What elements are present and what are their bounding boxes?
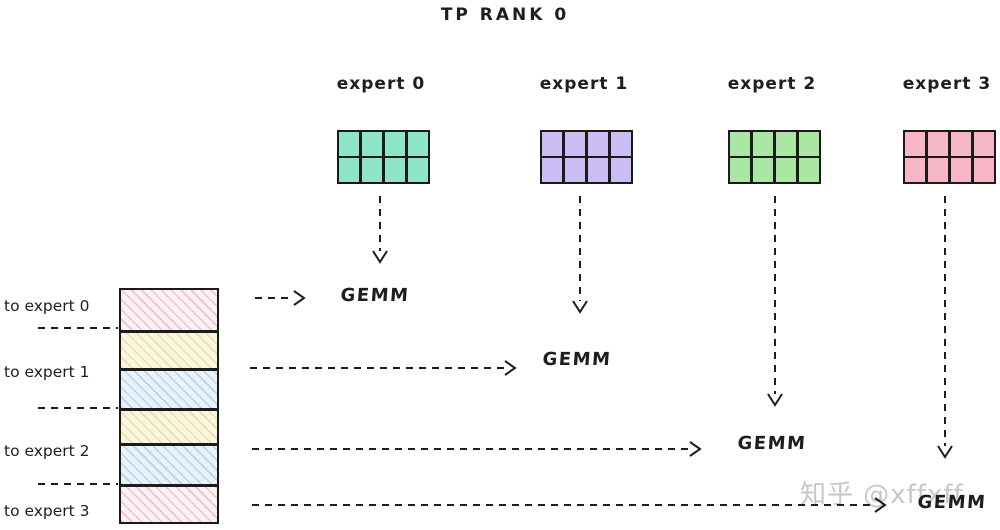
expert-2-label: expert 2: [727, 74, 817, 94]
gemm-3-label: GEMM: [916, 492, 988, 513]
expert-3-label: expert 3: [902, 74, 992, 94]
to-expert-2-label: to expert 2: [4, 442, 90, 460]
diagram-title: TP RANK 0: [440, 5, 570, 25]
stack-segment-to-expert-2a: [121, 408, 217, 443]
expert-1-label: expert 1: [539, 74, 629, 94]
expert-2-arrowhead: [767, 393, 783, 407]
stack-segment-to-expert-3: [121, 484, 217, 522]
stack-boundary-guides: [38, 327, 118, 485]
stack-segment-to-expert-2b: [121, 443, 217, 484]
expert-0-weight-grid: [337, 130, 430, 184]
token-stack: [119, 288, 219, 524]
route-3-arrowhead: [874, 497, 887, 513]
expert-3-arrowhead: [937, 445, 953, 459]
stack-segment-to-expert-1b: [121, 368, 217, 408]
to-expert-3-label: to expert 3: [4, 502, 90, 520]
token-route-arrows: [250, 297, 875, 506]
route-1-arrowhead: [504, 360, 517, 376]
to-expert-0-label: to expert 0: [4, 297, 90, 315]
to-expert-1-label: to expert 1: [4, 363, 90, 381]
stack-segment-to-expert-0: [121, 290, 217, 330]
route-2-arrowhead: [689, 441, 702, 457]
route-0-arrowhead: [293, 290, 306, 306]
expert-0-arrowhead: [372, 250, 388, 264]
expert-3-weight-grid: [903, 130, 996, 184]
expert-2-weight-grid: [728, 130, 821, 184]
expert-1-weight-grid: [540, 130, 633, 184]
stack-segment-to-expert-1a: [121, 330, 217, 368]
expert-0-label: expert 0: [336, 74, 426, 94]
expert-down-arrows: [379, 196, 946, 446]
gemm-2-label: GEMM: [736, 433, 808, 454]
gemm-0-label: GEMM: [339, 285, 411, 306]
gemm-1-label: GEMM: [541, 349, 613, 370]
expert-1-arrowhead: [572, 300, 588, 314]
